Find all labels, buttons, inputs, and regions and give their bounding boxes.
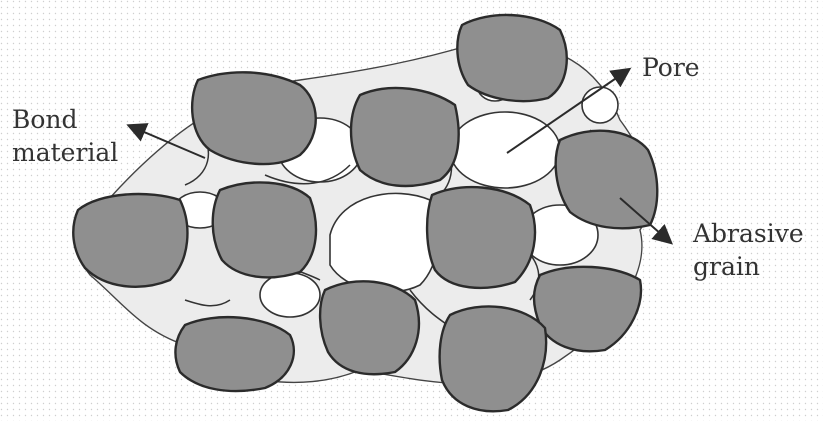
abrasive-grain [457, 15, 566, 101]
abrasive-grain [556, 131, 658, 229]
abrasive-grain [175, 317, 293, 391]
abrasive-label-line2: grain [693, 252, 760, 281]
pore [260, 273, 320, 317]
pore [450, 112, 560, 188]
abrasive-grain [320, 281, 419, 374]
abrasive-grain [427, 187, 535, 288]
abrasive-grain [73, 194, 187, 287]
abrasive-grain [213, 182, 316, 277]
pore-label: Pore [642, 53, 700, 82]
bond-label-line2: material [12, 138, 118, 167]
pore [582, 87, 618, 123]
bond-label-line1: Bond [12, 105, 78, 134]
abrasive-label-line1: Abrasive [692, 219, 804, 248]
abrasive-grain [351, 88, 459, 186]
abrasive-grain [192, 72, 316, 164]
